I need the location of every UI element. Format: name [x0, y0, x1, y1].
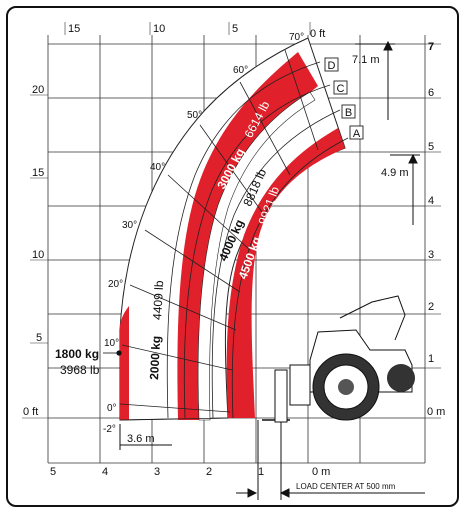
top-ft-10: 10 — [153, 23, 165, 35]
angle-20: 20° — [108, 279, 123, 290]
zone-3000 — [177, 52, 318, 420]
top-ft-15: 15 — [68, 23, 80, 35]
bottom-m-3: 3 — [154, 466, 160, 478]
zone-letters: D C B A — [324, 57, 364, 140]
left-ft-20: 20 — [32, 84, 44, 96]
load-1800-kg: 1800 kg — [55, 347, 99, 361]
angle-minus-2: -2° — [103, 424, 116, 435]
envelope-outline — [119, 37, 346, 421]
load-center-note: LOAD CENTER AT 500 mm — [296, 482, 396, 491]
angle-70: 70° — [289, 32, 304, 43]
right-m-5: 5 — [428, 141, 434, 153]
dim-4-9m: 4.9 m — [381, 167, 409, 179]
right-m-2: 2 — [428, 301, 434, 313]
angle-30: 30° — [122, 220, 137, 231]
bottom-m-5: 5 — [50, 466, 56, 478]
angle-50: 50° — [187, 110, 202, 121]
top-ft-0: 0 ft — [310, 28, 325, 40]
load-2000-lb: 4409 lb — [150, 280, 166, 320]
top-ft-5: 5 — [232, 23, 238, 35]
right-m-0: 0 m — [427, 406, 445, 418]
load-1800-lb: 3968 lb — [60, 363, 100, 377]
letter-a: A — [353, 128, 361, 140]
right-m-3: 3 — [428, 249, 434, 261]
letter-b: B — [345, 107, 352, 119]
telehandler-illustration — [262, 295, 415, 423]
zone-4500 — [226, 128, 345, 418]
angle-40: 40° — [150, 162, 165, 173]
right-m-4: 4 — [428, 195, 434, 207]
bottom-m-4: 4 — [102, 466, 108, 478]
svg-text:2000 kg: 2000 kg — [147, 335, 163, 380]
right-m-7: 7 — [428, 41, 434, 53]
zone-1800 — [120, 306, 129, 420]
left-ft-10: 10 — [32, 249, 44, 261]
dim-3-6m: 3.6 m — [127, 433, 155, 445]
bottom-m-1: 1 — [258, 466, 264, 478]
left-ft-15: 15 — [32, 167, 44, 179]
angle-10: 10° — [104, 338, 119, 349]
dim-7-1m: 7.1 m — [352, 54, 380, 66]
right-m-1: 1 — [428, 353, 434, 365]
letter-c: C — [337, 83, 345, 95]
load-2000-label: 2000 kg 4409 lb — [147, 280, 166, 380]
dimension-arrows — [119, 40, 425, 500]
left-ft-0: 0 ft — [23, 406, 38, 418]
angle-0: 0° — [107, 403, 117, 414]
bottom-m-2: 2 — [206, 466, 212, 478]
right-m-6: 6 — [428, 87, 434, 99]
letter-d: D — [328, 60, 336, 72]
letter-arcs — [166, 61, 349, 419]
angle-60: 60° — [233, 65, 248, 76]
angle-rays — [119, 49, 319, 421]
left-ft-5: 5 — [36, 332, 42, 344]
bottom-m-0: 0 m — [312, 466, 330, 478]
